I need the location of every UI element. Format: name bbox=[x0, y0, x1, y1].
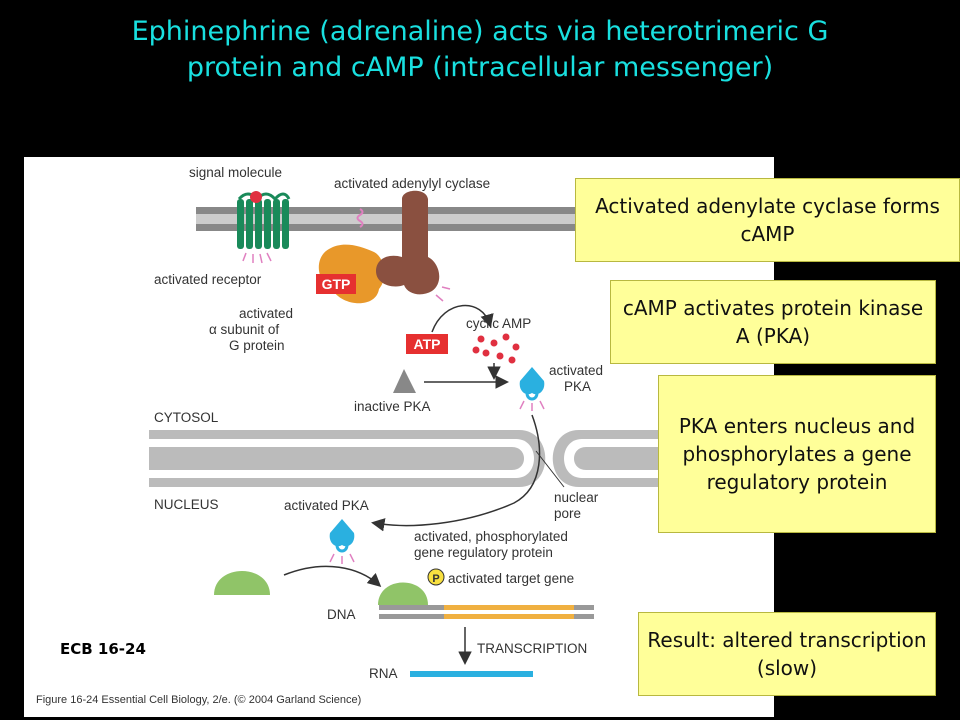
activated-pka-icon bbox=[519, 367, 545, 395]
phosphate-badge bbox=[427, 568, 445, 586]
activated-adenylyl-cyclase-label: activated adenylyl cyclase bbox=[334, 176, 490, 191]
camp-dots-icon bbox=[472, 333, 520, 364]
cyclase-activation-icon bbox=[356, 208, 364, 228]
gene-regulatory-label-line-1: activated, phosphorylated bbox=[414, 529, 568, 544]
nuclear-envelope bbox=[149, 430, 754, 487]
nuclear-pka-icon bbox=[329, 519, 355, 547]
callout-result: Result: altered transcription (slow) bbox=[638, 612, 936, 696]
callout-pka-nucleus: PKA enters nucleus and phosphorylates a … bbox=[658, 375, 936, 533]
ecb-label: ECB 16-24 bbox=[60, 640, 146, 658]
alpha-label-line-3: G protein bbox=[229, 338, 285, 353]
callout-pka-nucleus-text: PKA enters nucleus and phosphorylates a … bbox=[678, 414, 916, 494]
gtp-label: GTP bbox=[322, 276, 351, 292]
inactive-pka-icon bbox=[393, 369, 416, 393]
signal-molecule-label: signal molecule bbox=[189, 165, 282, 180]
activated-pka-top-line-1: activated bbox=[549, 363, 603, 378]
activated-target-gene-label: activated target gene bbox=[448, 571, 574, 586]
nuclear-pore-line-1: nuclear bbox=[554, 490, 599, 505]
activated-pka-nucleus-label: activated PKA bbox=[284, 498, 369, 513]
receptor-icon bbox=[237, 192, 291, 249]
gtp-badge bbox=[316, 274, 356, 294]
nuclear-pore-pointer bbox=[535, 450, 565, 488]
slide-title: Ephinephrine (adrenaline) acts via heter… bbox=[0, 14, 960, 86]
phosphorylation-arrow bbox=[283, 565, 382, 588]
inactive-pka-label: inactive PKA bbox=[354, 399, 431, 414]
plasma-membrane bbox=[196, 207, 754, 231]
transcription-label: TRANSCRIPTION bbox=[477, 641, 587, 656]
alpha-label-line-2: α subunit of bbox=[209, 322, 279, 337]
callout-camp-pka-text: cAMP activates protein kinase A (PKA) bbox=[622, 296, 924, 348]
activated-pka-top-line-2: PKA bbox=[564, 379, 591, 394]
phosphate-label: P bbox=[432, 573, 439, 585]
adenylyl-cyclase-icon bbox=[376, 190, 440, 295]
atp-label: ATP bbox=[414, 336, 441, 352]
atp-badge bbox=[406, 334, 448, 354]
callout-result-text: Result: altered transcription (slow) bbox=[647, 628, 927, 680]
cyclase-rays bbox=[435, 286, 451, 302]
alpha-label-line-1: activated bbox=[239, 306, 293, 321]
callout-adenylate-cyclase-text: Activated adenylate cyclase forms cAMP bbox=[595, 194, 940, 246]
rna-label: RNA bbox=[369, 666, 398, 681]
pka-rays bbox=[519, 400, 545, 411]
nucleus-label: NUCLEUS bbox=[154, 497, 219, 512]
atp-conversion-arrow bbox=[431, 304, 494, 333]
figure-caption: Figure 16-24 Essential Cell Biology, 2/e… bbox=[36, 694, 361, 706]
gene-regulatory-label-line-2: gene regulatory protein bbox=[414, 545, 553, 560]
dna-strand bbox=[379, 605, 594, 619]
cyclic-amp-label: cyclic AMP bbox=[466, 316, 531, 331]
pathway-diagram: GTP ATP bbox=[36, 165, 754, 706]
callout-camp-pka: cAMP activates protein kinase A (PKA) bbox=[610, 280, 936, 364]
receptor-activation-rays bbox=[242, 252, 272, 264]
dna-label: DNA bbox=[327, 607, 356, 622]
g-protein-alpha-icon bbox=[318, 244, 385, 304]
title-line-2: protein and cAMP (intracellular messenge… bbox=[186, 52, 774, 83]
activated-gene-regulatory-protein-icon bbox=[378, 582, 428, 605]
nuclear-pore-line-2: pore bbox=[554, 506, 581, 521]
callout-adenylate-cyclase: Activated adenylate cyclase forms cAMP bbox=[575, 178, 960, 262]
title-line-1: Ephinephrine (adrenaline) acts via heter… bbox=[131, 16, 829, 47]
cytosol-label: CYTOSOL bbox=[154, 410, 219, 425]
signal-molecule-icon bbox=[250, 191, 262, 203]
pka-nuclear-entry-arrow bbox=[371, 414, 541, 532]
activated-receptor-label: activated receptor bbox=[154, 272, 262, 287]
nuclear-pka-rays bbox=[329, 553, 355, 564]
inactive-gene-regulatory-protein-icon bbox=[214, 571, 270, 595]
rna-strand bbox=[410, 671, 533, 677]
